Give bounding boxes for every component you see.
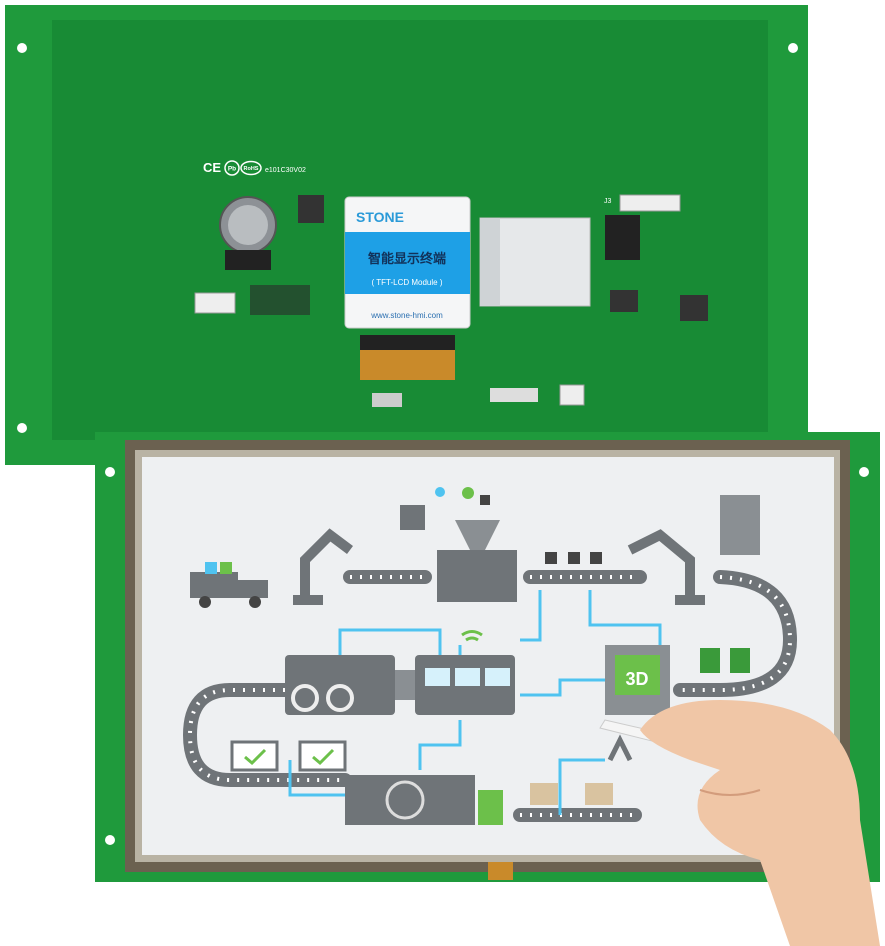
module-subtitle: ( TFT-LCD Module ) xyxy=(372,278,443,287)
hand-with-stylus xyxy=(599,700,880,946)
cert-mark-rohs: RoHS xyxy=(244,166,259,172)
mount-hole xyxy=(788,43,798,53)
brand-name: STONE xyxy=(356,209,404,225)
printer-3d-badge: 3D xyxy=(625,669,648,689)
mount-hole xyxy=(17,423,27,433)
connector-label: J3 xyxy=(604,198,612,205)
cert-mark-ce: CE xyxy=(203,160,221,175)
mount-hole xyxy=(105,467,115,477)
factory-illustration: 3D xyxy=(182,487,798,825)
mount-hole xyxy=(17,43,27,53)
chinese-title: 智能显示终端 xyxy=(368,251,446,267)
board-marking: e101C30V02 xyxy=(265,167,306,174)
website: www.stone-hmi.com xyxy=(370,311,443,320)
back-pcb-board: CE Pb RoHS e101C30V02 STONE 智能显示终端 ( TFT… xyxy=(5,5,808,465)
cert-mark-pb: Pb xyxy=(228,166,236,173)
mount-hole xyxy=(105,835,115,845)
stone-module-label: STONE 智能显示终端 ( TFT-LCD Module ) www.ston… xyxy=(344,196,471,329)
mount-hole xyxy=(859,467,869,477)
